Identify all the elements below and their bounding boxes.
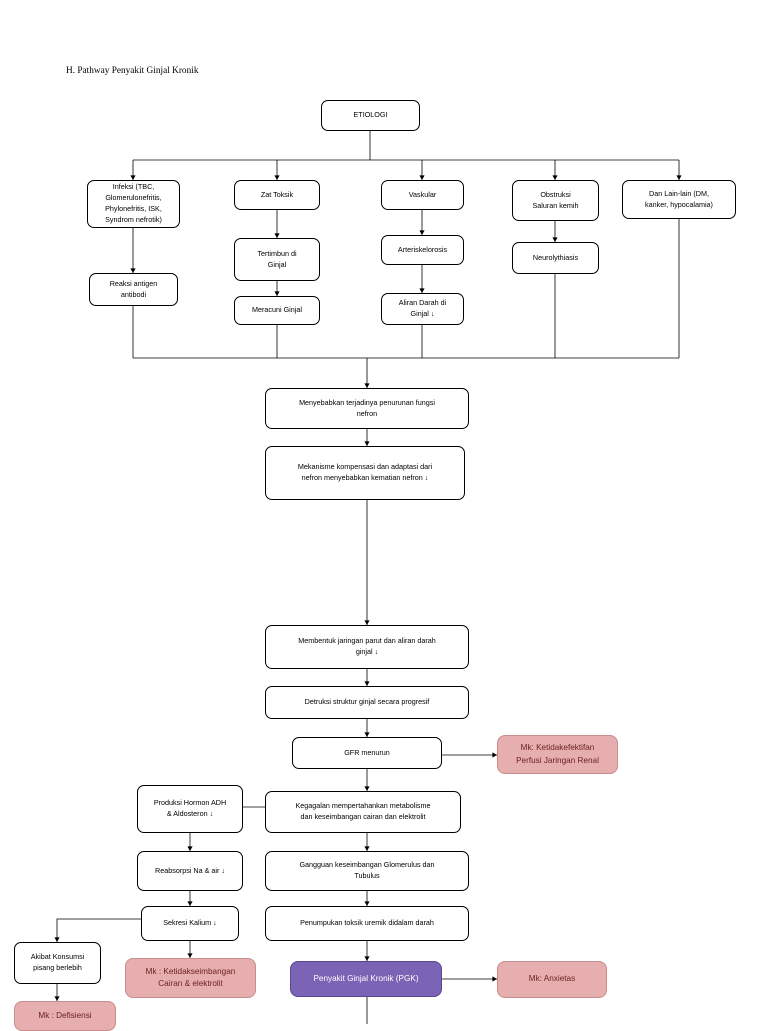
node-dan-lain-lain-label: Dan Lain-lain (DM, kanker, hypocalamia) xyxy=(645,188,713,209)
node-reaksi-antigen-antibodi[interactable]: Reaksi antigen antibodi xyxy=(89,273,178,306)
node-meracuni-label: Meracuni Ginjal xyxy=(252,305,302,315)
node-penurunan-fungsi-nefron[interactable]: Menyebabkan terjadinya penurunan fungsi … xyxy=(265,388,469,429)
node-mk-anxietas[interactable]: Mk: Anxietas xyxy=(497,961,607,998)
node-tertimbun-di-ginjal[interactable]: Tertimbun di Ginjal xyxy=(234,238,320,281)
node-detruksi-struktur-ginjal[interactable]: Detruksi struktur ginjal secara progresi… xyxy=(265,686,469,719)
node-produksi-adh-label: Produksi Hormon ADH & Aldosteron ↓ xyxy=(153,798,227,818)
node-akibat-konsumsi-pisang[interactable]: Akibat Konsumsi pisang berlebih xyxy=(14,942,101,984)
node-tertimbun-label: Tertimbun di Ginjal xyxy=(257,248,297,269)
node-obstruksi-label: Obstruksi Saluran kemih xyxy=(532,189,579,210)
node-reaksi-antigen-label: Reaksi antigen antibodi xyxy=(109,278,158,299)
node-etiologi-label: ETIOLOGI xyxy=(353,110,388,120)
node-etiologi[interactable]: ETIOLOGI xyxy=(321,100,420,131)
page-title: H. Pathway Penyakit Ginjal Kronik xyxy=(66,66,199,76)
node-penyakit-ginjal-kronik[interactable]: Penyakit Ginjal Kronik (PGK) xyxy=(290,961,442,997)
node-kegagalan-metabolisme[interactable]: Kegagalan mempertahankan metabolisme dan… xyxy=(265,791,461,833)
node-reabsorpsi-na-air[interactable]: Reabsorpsi Na & air ↓ xyxy=(137,851,243,891)
node-arteriskelorosis[interactable]: Arteriskelorosis xyxy=(381,235,464,265)
node-sekresi-kalium[interactable]: Sekresi Kalium ↓ xyxy=(141,906,239,941)
node-penurunan-nefron-label: Menyebabkan terjadinya penurunan fungsi … xyxy=(299,397,435,418)
node-vaskular-label: Vaskular xyxy=(408,189,437,199)
node-kegagalan-label: Kegagalan mempertahankan metabolisme dan… xyxy=(295,801,431,821)
node-gfr-menurun[interactable]: GFR menurun xyxy=(292,737,442,769)
node-kompensasi-label: Mekanisme kompensasi dan adaptasi dari n… xyxy=(297,462,433,482)
node-arteriskelorosis-label: Arteriskelorosis xyxy=(397,244,448,254)
node-vaskular[interactable]: Vaskular xyxy=(381,180,464,210)
node-obstruksi[interactable]: Obstruksi Saluran kemih xyxy=(512,180,599,221)
node-aliran-darah-label: Aliran Darah di Ginjal ↓ xyxy=(398,298,447,318)
node-penumpukan-label: Penumpukan toksik uremik didalam darah xyxy=(300,918,434,928)
node-aliran-darah-ginjal[interactable]: Aliran Darah di Ginjal ↓ xyxy=(381,293,464,325)
node-zat-toksik-label: Zat Toksik xyxy=(260,189,294,199)
node-mk-ketidakefektifan-perfusi[interactable]: Mk: Ketidakefektifan Perfusi Jaringan Re… xyxy=(497,735,618,774)
node-meracuni-ginjal[interactable]: Meracuni Ginjal xyxy=(234,296,320,325)
node-neurolythiasis-label: Neurolythiasis xyxy=(532,252,579,262)
node-jaringan-parut-label: Membentuk jaringan parut dan aliran dara… xyxy=(298,636,436,656)
node-mk-defisiensi-label: Mk : Defisiensi xyxy=(38,1010,92,1020)
node-infeksi[interactable]: Infeksi (TBC, Glomerulonefritis, Phylone… xyxy=(87,180,180,228)
node-mk-perfusi-label: Mk: Ketidakefektifan Perfusi Jaringan Re… xyxy=(516,743,599,765)
node-penumpukan-toksik-uremik[interactable]: Penumpukan toksik uremik didalam darah xyxy=(265,906,469,941)
node-mk-anxietas-label: Mk: Anxietas xyxy=(528,974,576,984)
node-detruksi-label: Detruksi struktur ginjal secara progresi… xyxy=(304,697,430,707)
node-jaringan-parut[interactable]: Membentuk jaringan parut dan aliran dara… xyxy=(265,625,469,669)
node-dan-lain-lain[interactable]: Dan Lain-lain (DM, kanker, hypocalamia) xyxy=(622,180,736,219)
node-gfr-label: GFR menurun xyxy=(344,747,390,757)
node-mekanisme-kompensasi[interactable]: Mekanisme kompensasi dan adaptasi dari n… xyxy=(265,446,465,500)
node-reabsorpsi-label: Reabsorpsi Na & air ↓ xyxy=(155,865,225,875)
node-gangguan-glomerulus-label: Gangguan keseimbangan Glomerulus dan Tub… xyxy=(299,860,435,880)
node-neurolythiasis[interactable]: Neurolythiasis xyxy=(512,242,599,274)
node-produksi-hormon-adh[interactable]: Produksi Hormon ADH & Aldosteron ↓ xyxy=(137,785,243,833)
node-infeksi-label: Infeksi (TBC, Glomerulonefritis, Phylone… xyxy=(105,182,162,224)
node-gangguan-glomerulus-tubulus[interactable]: Gangguan keseimbangan Glomerulus dan Tub… xyxy=(265,851,469,891)
node-mk-defisiensi[interactable]: Mk : Defisiensi xyxy=(14,1001,116,1031)
node-sekresi-kalium-label: Sekresi Kalium ↓ xyxy=(163,918,217,928)
node-pgk-label: Penyakit Ginjal Kronik (PGK) xyxy=(313,973,419,983)
node-akibat-konsumsi-label: Akibat Konsumsi pisang berlebih xyxy=(30,952,85,972)
node-mk-ketidakseimbangan-label: Mk : Ketidakseimbangan Cairan & elektrol… xyxy=(145,966,236,988)
node-mk-ketidakseimbangan-cairan[interactable]: Mk : Ketidakseimbangan Cairan & elektrol… xyxy=(125,958,256,998)
node-zat-toksik[interactable]: Zat Toksik xyxy=(234,180,320,210)
